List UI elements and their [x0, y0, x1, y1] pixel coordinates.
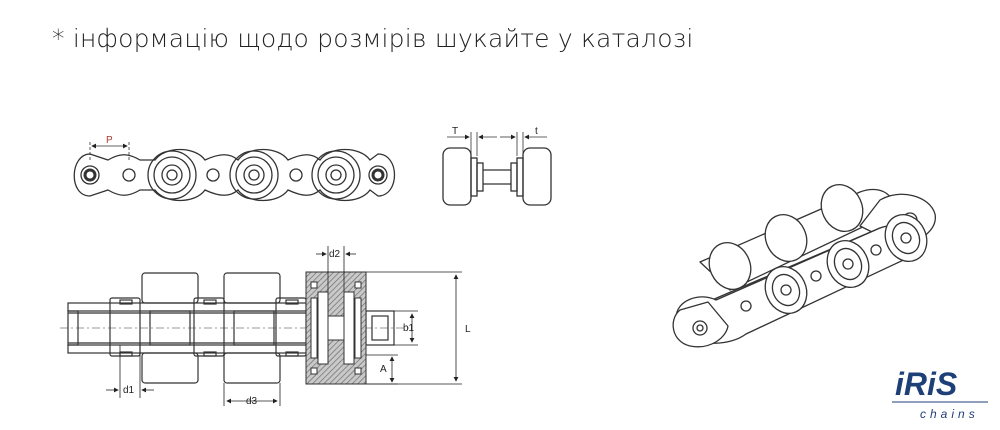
- section-dimensions: [106, 246, 462, 406]
- catalog-note: * інформацію щодо розмірів шукайте у кат…: [52, 24, 694, 53]
- chain-side-view: [73, 142, 396, 202]
- width-T-label: T: [452, 126, 458, 137]
- d3-label: d3: [246, 396, 258, 407]
- chain-isometric-view: [672, 184, 936, 348]
- logo-sub: chains: [920, 407, 979, 421]
- length-L-label: L: [465, 324, 471, 335]
- thickness-t-label: t: [535, 126, 538, 137]
- chain-end-view: [442, 132, 552, 206]
- pitch-label: P: [106, 135, 113, 146]
- d2-label: d2: [329, 249, 341, 260]
- chain-section: [305, 271, 367, 385]
- A-label: A: [380, 364, 387, 375]
- d1-label: d1: [123, 385, 135, 396]
- b1-label: b1: [403, 323, 415, 334]
- logo-name: iRiS: [895, 366, 958, 402]
- iris-chains-logo: iRiS chains: [892, 366, 988, 421]
